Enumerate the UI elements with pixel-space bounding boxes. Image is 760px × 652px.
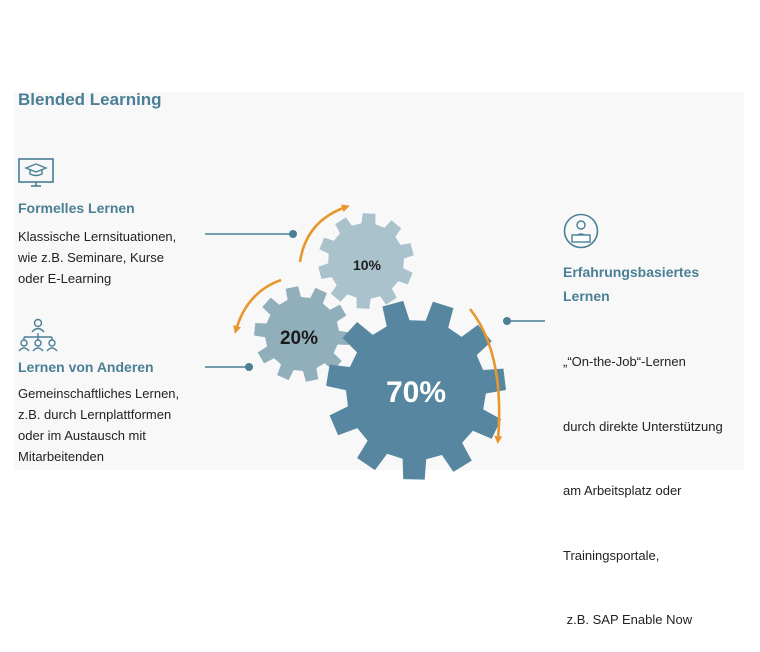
connector-formal [205, 230, 297, 238]
experience-line: „“On-the-Job“-Lernen [563, 354, 686, 369]
experience-line: z.B. SAP Enable Now [563, 612, 693, 627]
gear-label-70: 70% [386, 376, 446, 409]
formal-line: Klassische Lernsituationen, [18, 229, 177, 244]
arrow-top [298, 204, 350, 263]
social-heading: Lernen von Anderen [18, 359, 154, 375]
formal-line: oder E-Learning [18, 271, 112, 286]
experience-heading-line: Lernen [563, 288, 610, 304]
gear-70-shape [326, 300, 506, 480]
connector-social [205, 363, 253, 371]
experience-line: Trainingsportale, [563, 547, 660, 563]
connector-experience [503, 317, 545, 325]
person-at-laptop-icon [563, 213, 599, 249]
social-line: z.B. durch Lernplattformen [18, 407, 172, 422]
gear-20 [254, 286, 350, 382]
social-line: oder im Austausch mit [18, 428, 146, 443]
presentation-screen-icon [18, 158, 54, 187]
experience-line: am Arbeitsplatz oder [563, 483, 682, 498]
social-line: Gemeinschaftliches Lernen, [18, 386, 180, 401]
gear-20-shape [254, 286, 350, 382]
experience-heading-line: Erfahrungsbasiertes [563, 264, 700, 280]
gear-70 [326, 300, 506, 480]
experience-line: durch direkte Unterstützung [563, 418, 723, 434]
page-title: Blended Learning [18, 90, 162, 109]
org-chart-icon [18, 318, 58, 352]
gear-label-20: 20% [280, 328, 318, 349]
gear-10 [318, 213, 414, 309]
gear-label-10: 10% [353, 257, 382, 273]
formal-line: wie z.B. Seminare, Kurse [18, 250, 164, 265]
formal-description: Klassische Lernsituationen, wie z.B. Sem… [18, 226, 176, 289]
social-description: Gemeinschaftliches Lernen, z.B. durch Le… [18, 383, 179, 467]
experience-heading: Erfahrungsbasiertes Lernen [563, 260, 699, 308]
arrow-right [468, 308, 503, 444]
social-line: Mitarbeitenden [18, 449, 104, 464]
formal-heading: Formelles Lernen [18, 200, 135, 216]
gears-diagram: 10% 20% 70% [205, 204, 545, 480]
arrow-left [233, 278, 282, 334]
gear-10-shape [318, 213, 414, 309]
